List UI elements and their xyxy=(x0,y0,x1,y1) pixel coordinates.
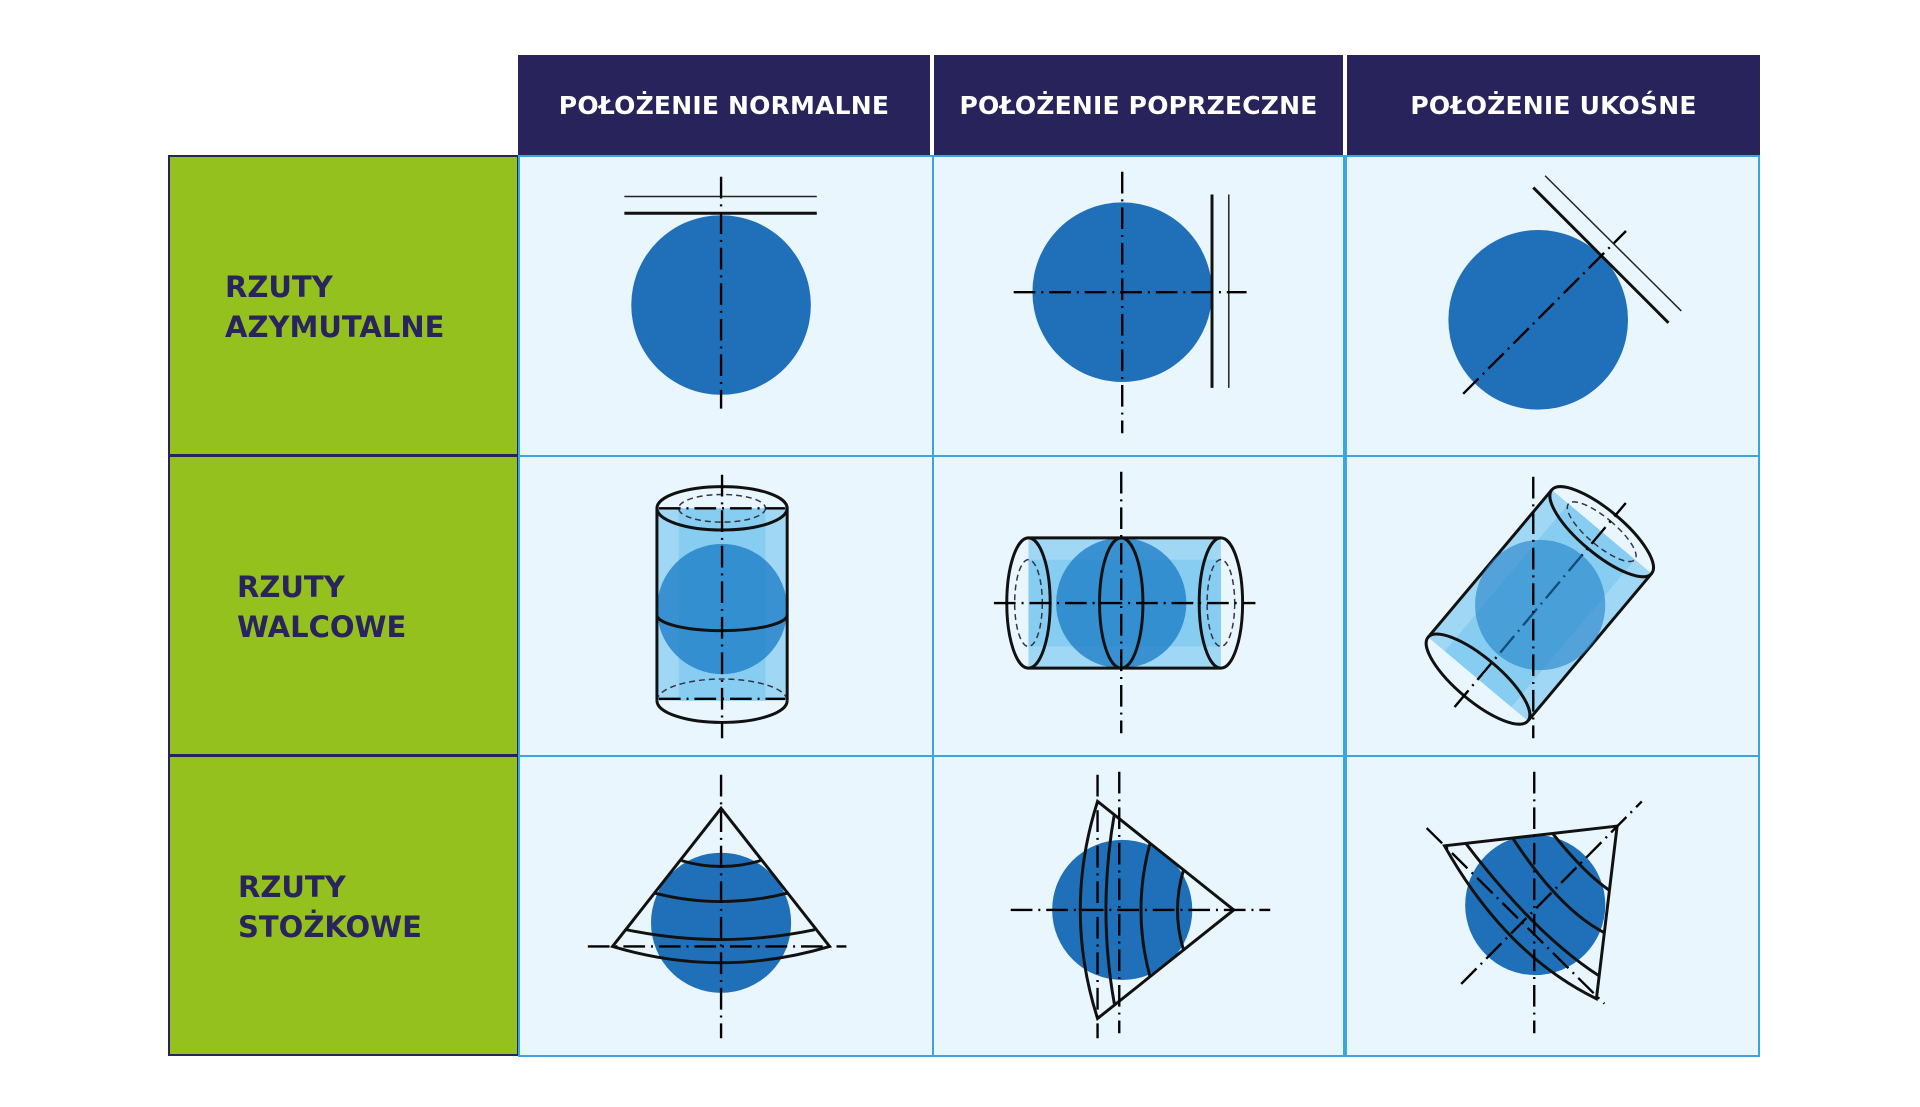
globe-icon xyxy=(1475,539,1606,671)
globe-icon xyxy=(656,543,788,675)
column-header-label: POŁOŻENIE POPRZECZNE xyxy=(959,90,1318,120)
column-header-oblique: POŁOŻENIE UKOŚNE xyxy=(1347,55,1760,155)
row-label-line1: RZUTY xyxy=(225,270,333,304)
row-label-line2: STOŻKOWE xyxy=(238,910,422,944)
conic-oblique-diagram xyxy=(1425,771,1643,1034)
row-label-line2: AZYMUTALNE xyxy=(225,310,445,344)
row-label-azimuthal: RZUTY AZYMUTALNE xyxy=(168,155,519,456)
globe-icon xyxy=(631,215,811,395)
column-header-normal: POŁOŻENIE NORMALNE xyxy=(518,55,930,155)
azimuthal-transverse-diagram xyxy=(1013,171,1247,434)
column-header-label: POŁOŻENIE NORMALNE xyxy=(558,90,890,120)
cell-cylindrical-normal xyxy=(518,455,934,757)
row-label-line1: RZUTY xyxy=(238,870,346,904)
cell-azimuthal-transverse xyxy=(932,155,1345,457)
cylindrical-oblique-diagram xyxy=(1424,476,1655,739)
cell-azimuthal-oblique xyxy=(1345,155,1760,457)
cylindrical-normal-diagram xyxy=(655,474,789,739)
azimuthal-oblique-diagram xyxy=(1448,175,1682,410)
column-header-transverse: POŁOŻENIE POPRZECZNE xyxy=(934,55,1343,155)
row-label-line1: RZUTY xyxy=(237,570,345,604)
cylindrical-transverse-diagram xyxy=(993,471,1256,734)
row-label-cylindrical: RZUTY WALCOWE xyxy=(168,455,519,756)
cell-conic-oblique xyxy=(1345,755,1760,1057)
cell-cylindrical-oblique xyxy=(1345,455,1760,757)
row-label-line2: WALCOWE xyxy=(237,610,407,644)
conic-normal-diagram xyxy=(587,774,847,1039)
cell-conic-normal xyxy=(518,755,934,1057)
row-label-conic: RZUTY STOŻKOWE xyxy=(168,755,519,1056)
cell-cylindrical-transverse xyxy=(932,455,1345,757)
cell-azimuthal-normal xyxy=(518,155,934,457)
globe-icon xyxy=(1465,834,1606,976)
azimuthal-normal-diagram xyxy=(624,176,817,409)
cell-conic-transverse xyxy=(932,755,1345,1057)
column-header-label: POŁOŻENIE UKOŚNE xyxy=(1410,90,1697,120)
conic-transverse-diagram xyxy=(1010,771,1271,1039)
